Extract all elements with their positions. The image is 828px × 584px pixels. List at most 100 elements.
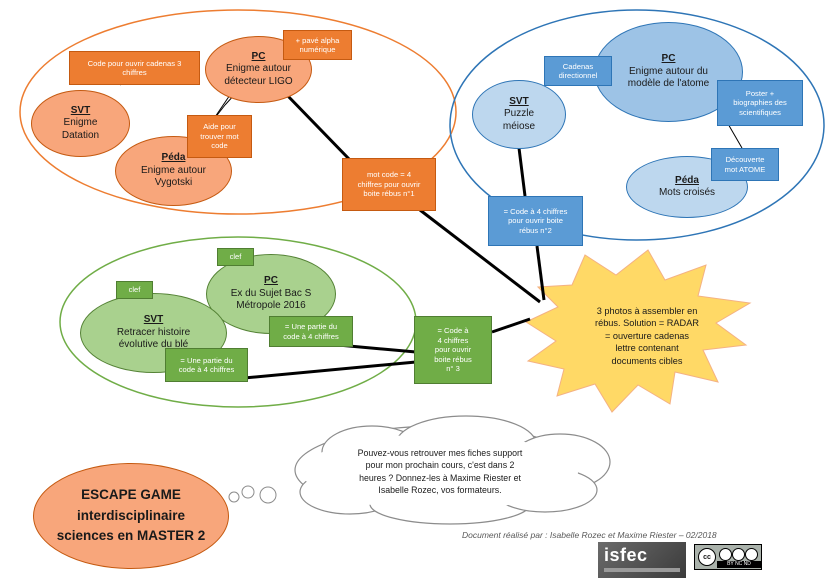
green-clef2: clef — [116, 281, 153, 299]
title-line3: sciences en MASTER 2 — [56, 528, 206, 544]
cc-license-badge: cc BY NC ND — [694, 544, 762, 570]
orange-peda-line1: Enigme autour — [140, 164, 207, 176]
nd-icon — [745, 548, 758, 561]
cc-icon: cc — [698, 548, 716, 566]
orange-box-cadenas-line2: chiffres — [122, 68, 147, 77]
orange-box-aide-line3: code — [211, 141, 228, 151]
credit-text: Document réalisé par : Isabelle Rozec et… — [462, 530, 717, 540]
blue-peda-line1: Mots croisés — [658, 187, 716, 198]
blue-pc-node: PC Enigme autour du modèle de l'atome — [594, 22, 743, 122]
blue-box-decouverte: Découverte mot ATOME — [711, 148, 779, 181]
blue-svt-line1: Puzzle — [503, 108, 534, 120]
orange-box-aide-line1: Aide pour — [203, 122, 236, 132]
green-box-code3-line3: pour ouvrir — [434, 345, 472, 355]
green-box-code3: = Code à 4 chiffres pour ouvrir boite ré… — [414, 316, 492, 384]
cc-badge-label: BY NC ND — [717, 561, 761, 568]
green-clef1: clef — [217, 248, 254, 266]
orange-pc-title: PC — [251, 50, 266, 62]
orange-box-pave-line2: numérique — [299, 45, 336, 54]
blue-box-poster-line3: scientifiques — [739, 107, 781, 117]
star-line2: rébus. Solution = RADAR — [595, 318, 699, 329]
blue-box-code-line2: pour ouvrir boite — [508, 216, 563, 226]
green-box-partie2: = Une partie du code à 4 chiffres — [165, 348, 248, 382]
orange-svt-line1: Enigme — [63, 117, 98, 129]
cloud-line2: pour mon prochain cours, c'est dans 2 — [365, 460, 515, 471]
title-ellipse: ESCAPE GAME interdisciplinaire sciences … — [33, 463, 229, 569]
green-clef1-label: clef — [229, 252, 242, 262]
orange-pc-line2: détecteur LIGO — [224, 75, 293, 87]
rebus-star — [524, 249, 752, 413]
star-line4: lettre contenant — [615, 343, 679, 354]
blue-box-decouverte-line2: mot ATOME — [724, 164, 766, 174]
green-pc-line1: Ex du Sujet Bac S — [230, 287, 312, 299]
star-line5: documents cibles — [611, 355, 683, 366]
blue-svt-node: SVT Puzzle méiose — [472, 80, 566, 149]
blue-peda-node: Péda Mots croisés — [626, 156, 748, 218]
blue-box-cadenas: Cadenas directionnel — [544, 56, 612, 86]
blue-box-cadenas-line2: directionnel — [558, 71, 598, 80]
green-clef2-label: clef — [128, 285, 141, 295]
green-svt-title: SVT — [143, 314, 164, 326]
title-line2: interdisciplinaire — [76, 507, 186, 523]
orange-box-motcode: mot code = 4 chiffres pour ouvrir boite … — [342, 158, 436, 211]
green-box-code3-line1: = Code à — [437, 326, 469, 336]
green-svt-line2: évolutive du blé — [118, 339, 189, 351]
isfec-logo: isfec — [598, 542, 686, 578]
star-text: 3 photos à assembler en rébus. Solution … — [572, 305, 722, 367]
blue-box-poster-line2: biographies des — [733, 98, 787, 108]
blue-group-outline — [449, 9, 825, 241]
green-pc-title: PC — [264, 275, 278, 287]
orange-box-cadenas-line1: Code pour ouvrir cadenas 3 — [87, 58, 182, 68]
isfec-logo-text: isfec — [604, 545, 648, 565]
cloud-line1: Pouvez-vous retrouver mes fiches support — [357, 448, 523, 458]
green-pc-line2: Métropole 2016 — [236, 300, 306, 312]
blue-peda-title: Péda — [675, 174, 699, 186]
green-box-partie1-line2: code à 4 chiffres — [283, 331, 339, 341]
blue-box-decouverte-line1: Découverte — [725, 155, 765, 165]
orange-box-cadenas: Code pour ouvrir cadenas 3 chiffres — [69, 51, 200, 85]
orange-box-motcode-line3: boite rébus n°1 — [363, 189, 415, 199]
orange-box-motcode-line1: mot code = 4 — [366, 170, 412, 180]
nc-icon — [732, 548, 745, 561]
by-icon — [719, 548, 732, 561]
green-box-code3-line4: boite rébus — [434, 354, 472, 364]
orange-svt-line2: Datation — [61, 129, 100, 141]
orange-box-aide: Aide pour trouver mot code — [187, 115, 252, 158]
cloud-line3: heures ? Donnez-les à Maxime Riester et — [359, 472, 521, 483]
title-line1: ESCAPE GAME — [81, 486, 181, 502]
orange-svt-title: SVT — [70, 104, 91, 116]
green-box-code3-line2: 4 chiffres — [437, 335, 469, 345]
orange-box-pave-line1: + pavé alpha — [295, 35, 340, 45]
orange-pc-line1: Enigme autour — [225, 63, 292, 75]
green-box-partie1: = Une partie du code à 4 chiffres — [269, 316, 353, 347]
orange-svt-node: SVT Enigme Datation — [31, 90, 130, 157]
speech-cloud — [294, 415, 611, 525]
green-svt-line1: Retracer histoire — [116, 326, 191, 338]
blue-pc-line2: modèle de l'atome — [627, 78, 710, 90]
orange-peda-title: Péda — [161, 152, 186, 164]
green-box-code3-line5: n° 3 — [446, 364, 460, 374]
cloud-text: Pouvez-vous retrouver mes fiches support… — [340, 447, 540, 497]
cloud-line4: Isabelle Rozec, vos formateurs. — [378, 485, 502, 496]
green-box-partie2-line1: = Une partie du — [180, 355, 233, 365]
orange-group-outline — [19, 9, 457, 215]
orange-box-pave: + pavé alpha numérique — [283, 30, 352, 60]
isfec-logo-strip — [604, 568, 680, 572]
blue-box-poster-line1: Poster + — [745, 88, 775, 98]
orange-box-aide-line2: trouver mot — [200, 131, 239, 141]
blue-box-cadenas-line1: Cadenas — [562, 61, 594, 71]
blue-box-code-line3: rébus n°2 — [519, 225, 552, 235]
blue-box-code: = Code à 4 chiffres pour ouvrir boite ré… — [488, 196, 583, 246]
orange-peda-line2: Vygotski — [154, 177, 193, 189]
green-box-partie2-line2: code à 4 chiffres — [178, 365, 235, 374]
star-line3: = ouverture cadenas — [604, 330, 690, 341]
blue-pc-line1: Enigme autour du — [629, 65, 708, 77]
blue-svt-title: SVT — [509, 95, 529, 107]
green-box-partie1-line1: = Une partie du — [284, 322, 338, 332]
blue-box-code-line1: = Code à 4 chiffres — [503, 206, 568, 216]
blue-pc-title: PC — [661, 53, 676, 65]
star-line1: 3 photos à assembler en — [596, 306, 698, 316]
blue-box-poster: Poster + biographies des scientifiques — [717, 80, 803, 126]
blue-svt-line2: méiose — [502, 120, 536, 132]
